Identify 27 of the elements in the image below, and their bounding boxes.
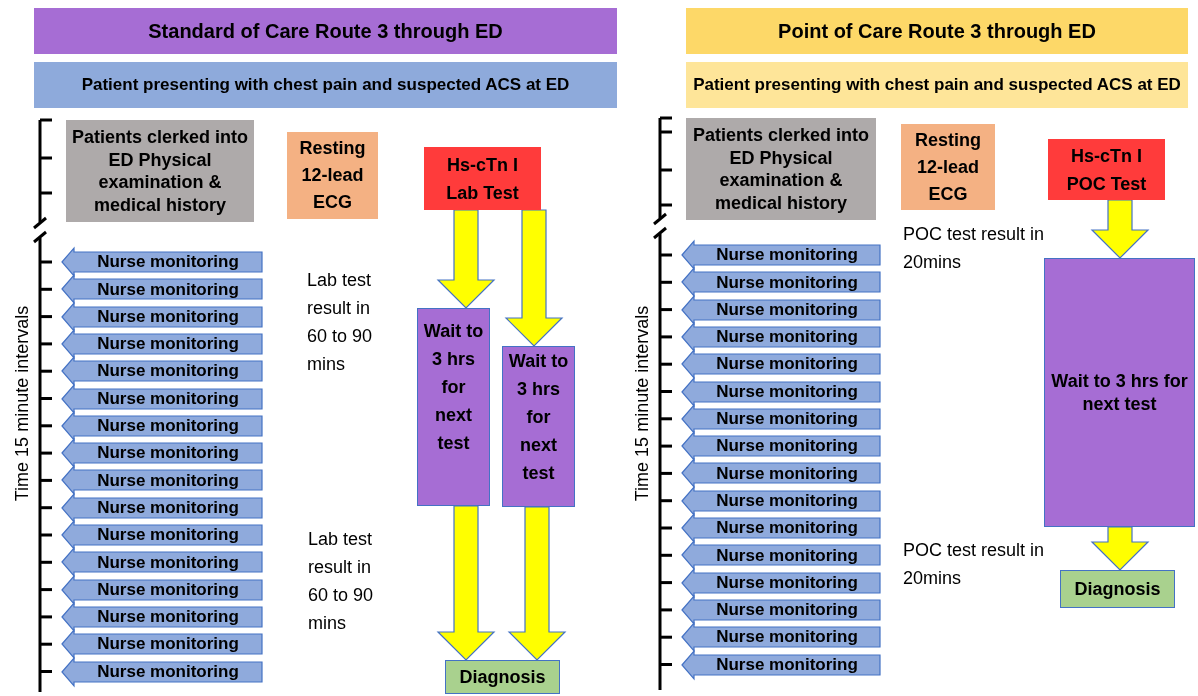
title-banner: Point of Care Route 3 through ED — [686, 8, 1188, 54]
axis-label: Time 15 minute intervals — [630, 304, 653, 504]
process-box: Patients clerked into ED Physical examination & medical history — [686, 118, 876, 220]
time-note: Lab test result in 60 to 90 mins — [308, 528, 375, 635]
process-box: Diagnosis — [445, 660, 560, 694]
block-arrow — [1090, 526, 1150, 571]
block-arrow — [436, 505, 496, 661]
process-box: Resting 12-lead ECG — [287, 132, 378, 219]
process-box: Patients clerked into ED Physical examination & medical history — [66, 120, 254, 222]
process-box: Diagnosis — [1060, 570, 1175, 608]
block-arrow — [1090, 199, 1150, 259]
time-note: POC test result in 20mins — [903, 539, 1046, 590]
process-box: Wait to 3 hrs for next test — [1044, 258, 1195, 527]
process-box: Resting 12-lead ECG — [901, 124, 995, 210]
axis-label: Time 15 minute intervals — [10, 304, 33, 504]
block-arrow — [504, 209, 564, 347]
process-box: Hs-cTn I POC Test — [1048, 139, 1165, 200]
header-band: Patient presenting with chest pain and suspected ACS at ED — [34, 62, 617, 108]
title-banner: Standard of Care Route 3 through ED — [34, 8, 617, 54]
time-note: Lab test result in 60 to 90 mins — [307, 269, 374, 376]
block-arrow — [436, 209, 496, 309]
header-band: Patient presenting with chest pain and suspected ACS at ED — [686, 62, 1188, 108]
process-box: Wait to 3 hrs for next test — [417, 308, 490, 506]
time-note: POC test result in 20mins — [903, 223, 1046, 274]
process-box: Wait to 3 hrs for next test — [502, 346, 575, 507]
block-arrow — [507, 506, 567, 661]
process-box: Hs-cTn I Lab Test — [424, 147, 541, 210]
